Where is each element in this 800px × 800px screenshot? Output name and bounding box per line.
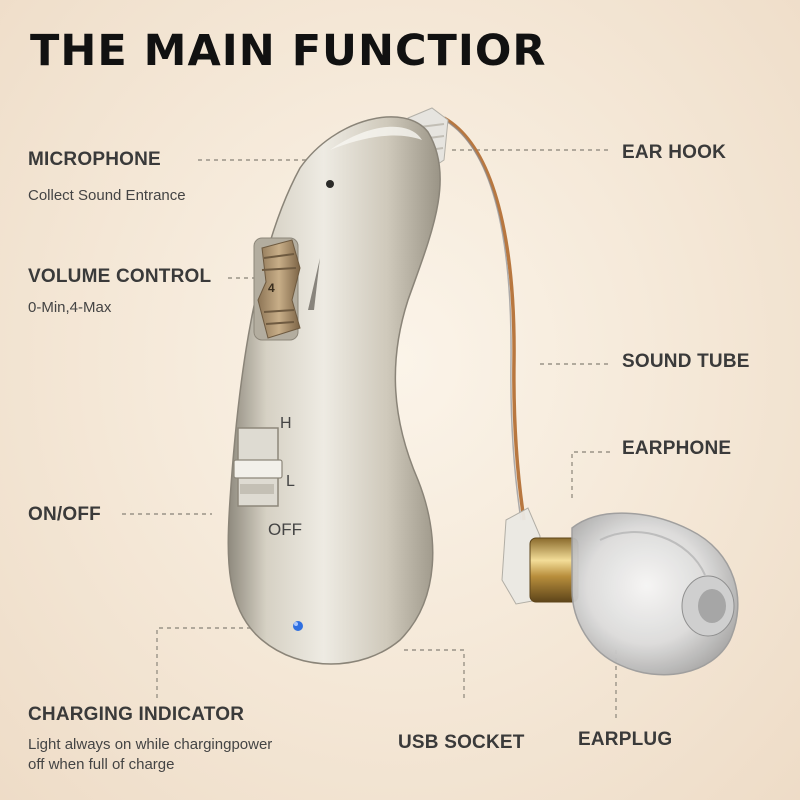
switch-low-label: L	[286, 473, 295, 490]
on-off-label: ON/OFF	[28, 504, 101, 525]
charging-indicator-description-line1: Light always on while chargingpower	[28, 736, 273, 753]
microphone-hole	[326, 180, 334, 188]
on-off-switch	[233, 427, 283, 507]
switch-high-label: H	[280, 415, 292, 432]
volume-wheel	[253, 237, 301, 341]
leader-line-earphone	[571, 451, 612, 498]
earplug-label: EARPLUG	[578, 729, 673, 750]
volume-control-description: 0-Min,4-Max	[28, 299, 112, 316]
charging-indicator-description-line2: off when full of charge	[28, 756, 175, 773]
charging-indicator-led	[293, 621, 303, 631]
usb-socket-label: USB SOCKET	[398, 732, 525, 753]
sound-tube	[443, 116, 526, 521]
hearing-aid-body	[227, 116, 441, 665]
leader-line-usb	[404, 649, 465, 698]
page-title: THE MAIN FUNCTIOR	[30, 26, 547, 76]
ear-hook-label: EAR HOOK	[622, 142, 726, 163]
volume-wheel-value: 4	[268, 281, 275, 295]
microphone-description: Collect Sound Entrance	[28, 187, 186, 204]
volume-control-label: VOLUME CONTROL	[28, 266, 212, 287]
charging-indicator-label: CHARGING INDICATOR	[28, 704, 245, 725]
microphone-label: MICROPHONE	[28, 149, 161, 170]
earphone-label: EARPHONE	[622, 438, 732, 459]
earplug	[571, 512, 739, 676]
switch-off-label: OFF	[268, 520, 302, 539]
sound-tube-label: SOUND TUBE	[622, 351, 750, 372]
earphone-receiver	[501, 507, 579, 605]
